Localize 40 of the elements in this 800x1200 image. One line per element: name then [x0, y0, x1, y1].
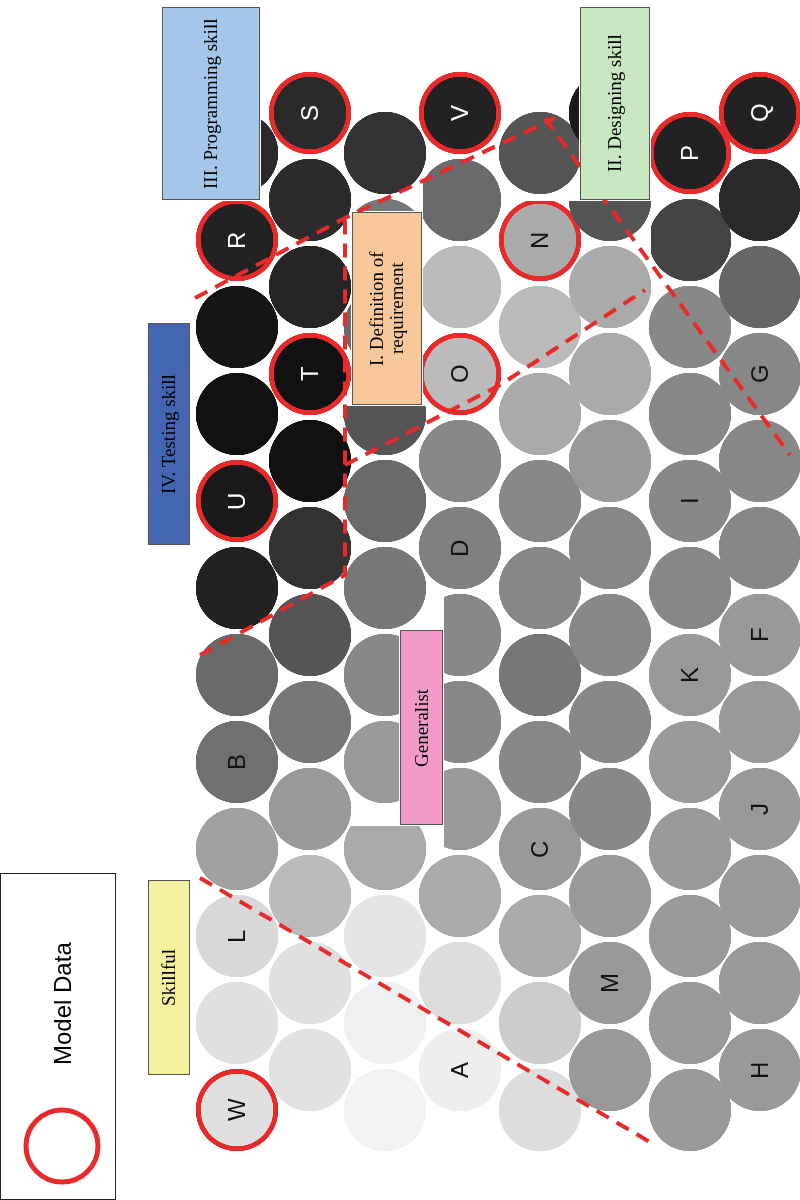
map-cell: G	[719, 333, 800, 415]
map-cell	[569, 333, 651, 415]
map-cell	[419, 420, 501, 502]
map-cell	[444, 768, 501, 850]
category-label: I. Definition of requirement	[352, 212, 422, 405]
category-label: Generalist	[400, 630, 443, 825]
highlighted-map-cell: S	[269, 72, 351, 154]
category-label: III. Programming skill	[162, 7, 260, 200]
map-cell	[196, 286, 278, 368]
highlighted-map-cell: U	[196, 460, 278, 542]
highlighted-map-cell: Q	[719, 72, 800, 154]
highlighted-map-cell: T	[269, 333, 351, 415]
map-cell	[269, 420, 351, 502]
map-cell: H	[719, 1029, 800, 1111]
map-cell	[344, 112, 426, 194]
highlighted-map-cell: V	[419, 72, 501, 154]
map-cell	[344, 826, 426, 890]
category-label: Skillful	[148, 880, 190, 1075]
map-cell	[444, 681, 501, 763]
map-cell	[344, 634, 399, 716]
map-cell: J	[719, 768, 800, 850]
map-cell	[344, 895, 426, 977]
highlighted-map-cell: W	[196, 1069, 278, 1151]
map-cell	[344, 547, 426, 629]
map-cell	[569, 201, 651, 241]
map-cell	[269, 246, 351, 328]
map-cell: A	[419, 1029, 501, 1111]
highlighted-map-cell: O	[423, 333, 501, 415]
map-cell: M	[569, 942, 651, 1024]
map-cell	[569, 246, 651, 328]
map-cell	[444, 594, 501, 676]
map-cell	[269, 507, 351, 589]
map-cell	[344, 460, 426, 542]
map-cell: F	[719, 594, 800, 676]
map-cell	[344, 721, 399, 803]
category-label: IV. Testing skill	[148, 323, 190, 545]
map-cell: B	[196, 721, 278, 803]
legend-label: Model Data	[48, 941, 77, 1068]
category-label: II. Designing skill	[580, 7, 650, 200]
map-cell: D	[419, 507, 501, 589]
